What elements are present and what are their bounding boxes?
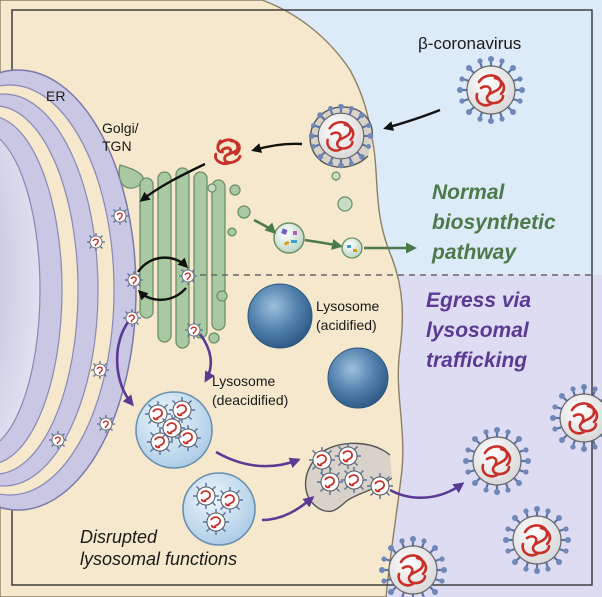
exocytosis-pocket [304,442,394,513]
egress-arrows [115,321,465,522]
label-disrupted-1: Disrupted [80,527,158,547]
label-lyso-deacid-1: Lysosome [212,373,276,389]
label-normal-3: pathway [431,241,517,264]
label-golgi-1: Golgi/ [102,120,139,136]
label-disrupted-2: lysosomal functions [80,549,237,569]
nucleus [0,138,41,442]
lysosome-acidified-2 [327,347,389,409]
lysosome-disrupted [182,472,256,546]
cargo-vesicle-2 [341,237,363,259]
label-normal-2: biosynthetic [432,211,556,234]
label-egress-3: trafficking [426,349,527,372]
label-egress-2: lysosomal [426,319,530,342]
label-lyso-acid-2: (acidified) [316,317,377,333]
label-er: ER [46,88,65,104]
lysosome-deacidified [135,391,213,469]
label-normal-1: Normal [432,181,506,204]
endocytosis-pocket [307,102,375,170]
cargo-vesicle-1 [273,222,305,254]
label-lyso-deacid-2: (deacidified) [212,392,288,408]
label-golgi-2: TGN [102,138,132,154]
label-egress-1: Egress via [426,289,531,312]
lysosome-acidified-1 [247,283,313,349]
label-lyso-acid-1: Lysosome [316,298,380,314]
er-nucleus [0,69,137,511]
secretory-vesicles [207,171,353,212]
label-virus: β-coronavirus [418,34,521,53]
normal-pathway-arrows [253,218,417,254]
entry-arrows [137,108,441,301]
